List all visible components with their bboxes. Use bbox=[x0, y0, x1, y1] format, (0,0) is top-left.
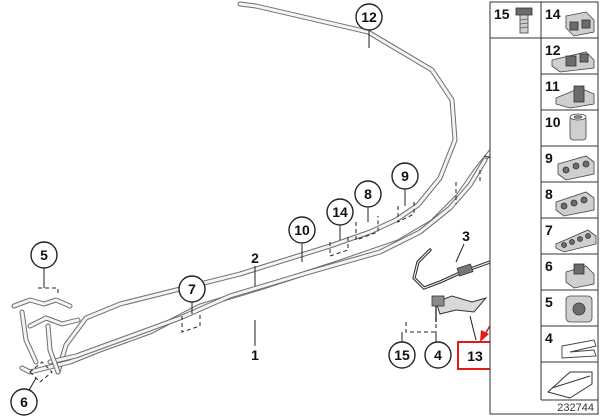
grommet-icon bbox=[565, 295, 593, 323]
clip-markers bbox=[29, 170, 481, 383]
sidebar-item-11-label: 11 bbox=[545, 78, 560, 94]
sidebar-item-10-label: 10 bbox=[545, 114, 561, 130]
callout-8-label: 8 bbox=[364, 186, 372, 202]
multi-clip-icon-7 bbox=[555, 229, 597, 253]
callout-12[interactable]: 12 bbox=[355, 3, 383, 31]
callout-5-label: 5 bbox=[40, 247, 48, 263]
sidebar-item-15[interactable]: 15 bbox=[494, 6, 533, 34]
callout-7-label: 7 bbox=[188, 281, 196, 297]
sidebar-item-11[interactable]: 11 bbox=[545, 78, 595, 109]
multi-clip-icon-8 bbox=[555, 191, 595, 217]
callout-10[interactable]: 10 bbox=[288, 216, 316, 244]
bracket-13 bbox=[431, 295, 488, 322]
clip-icon bbox=[565, 11, 595, 37]
sidebar-item-8-label: 8 bbox=[545, 186, 553, 202]
sidebar-item-15-label: 15 bbox=[494, 6, 510, 22]
sidebar-item-9-label: 9 bbox=[545, 150, 553, 166]
sidebar-item-14-label: 14 bbox=[545, 6, 561, 22]
sidebar-item-10[interactable]: 10 bbox=[545, 113, 587, 141]
sidebar-item-14[interactable]: 14 bbox=[545, 6, 595, 37]
callout-5[interactable]: 5 bbox=[30, 241, 58, 269]
sidebar-item-6[interactable]: 6 bbox=[545, 258, 595, 289]
callout-12-label: 12 bbox=[361, 9, 377, 25]
callout-9[interactable]: 9 bbox=[391, 162, 419, 190]
callout-10-label: 10 bbox=[294, 222, 310, 238]
callout-14-label: 14 bbox=[332, 204, 348, 220]
callout-15[interactable]: 15 bbox=[388, 341, 416, 369]
sidebar-item-7[interactable]: 7 bbox=[545, 222, 597, 253]
next-page-arrow-icon[interactable] bbox=[546, 371, 593, 399]
callout-6[interactable]: 6 bbox=[10, 388, 38, 416]
sidebar-item-4-label: 4 bbox=[545, 330, 553, 346]
spring-clip-icon bbox=[561, 339, 597, 359]
brake-line-upper bbox=[55, 1, 458, 375]
bolt-icon bbox=[515, 7, 533, 34]
pipe-clip-icon bbox=[551, 51, 595, 73]
brake-line-2 bbox=[47, 157, 488, 365]
sidebar-item-8[interactable]: 8 bbox=[545, 186, 595, 217]
holder-icon-6 bbox=[565, 263, 595, 289]
callout-15-label: 15 bbox=[394, 347, 410, 363]
callout-7[interactable]: 7 bbox=[178, 275, 206, 303]
sleeve-nut-icon bbox=[569, 113, 587, 141]
sidebar-item-12-label: 12 bbox=[545, 42, 561, 58]
label-3[interactable]: 3 bbox=[462, 228, 470, 244]
left-bracket-lines bbox=[11, 297, 81, 375]
sidebar-item-5[interactable]: 5 bbox=[545, 294, 593, 323]
callout-4-label: 4 bbox=[434, 347, 442, 363]
label-2[interactable]: 2 bbox=[251, 250, 259, 266]
leader-lines bbox=[27, 30, 501, 393]
highlight-13[interactable]: 13 bbox=[457, 341, 493, 370]
sidebar-item-9[interactable]: 9 bbox=[545, 150, 595, 181]
multi-clip-icon-9 bbox=[557, 155, 595, 181]
callout-9-label: 9 bbox=[401, 168, 409, 184]
callout-14[interactable]: 14 bbox=[326, 198, 354, 226]
line-holder-icon bbox=[555, 85, 595, 109]
label-1[interactable]: 1 bbox=[251, 347, 259, 363]
sidebar-item-4[interactable]: 4 bbox=[545, 330, 597, 359]
callout-4[interactable]: 4 bbox=[424, 341, 452, 369]
label-13: 13 bbox=[467, 348, 483, 364]
callout-6-label: 6 bbox=[20, 394, 28, 410]
sidebar-item-5-label: 5 bbox=[545, 294, 553, 310]
callout-8[interactable]: 8 bbox=[354, 180, 382, 208]
sidebar-item-6-label: 6 bbox=[545, 258, 553, 274]
sidebar-item-7-label: 7 bbox=[545, 222, 553, 238]
sidebar-item-12[interactable]: 12 bbox=[545, 42, 595, 73]
catalog-number: 232744 bbox=[557, 402, 594, 414]
